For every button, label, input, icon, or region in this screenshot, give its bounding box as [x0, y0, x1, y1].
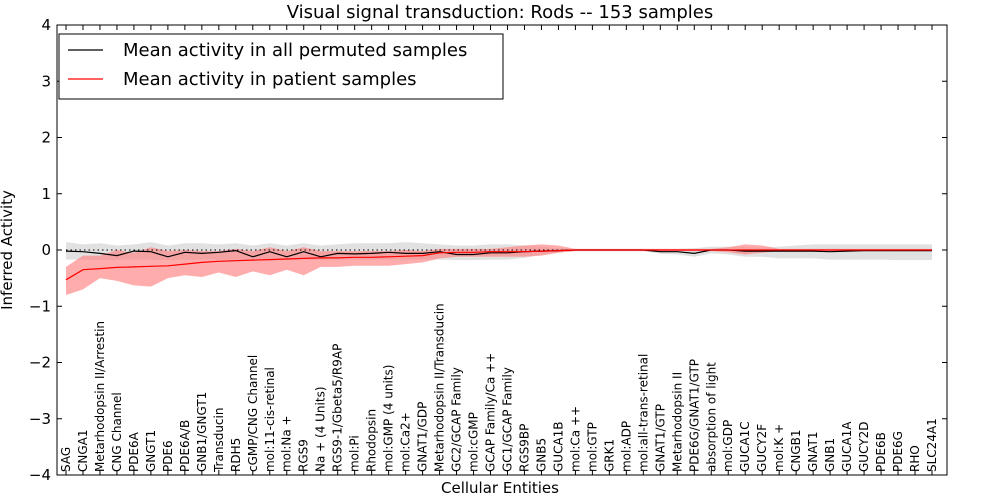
x-tick-label: GUCY2F — [755, 424, 769, 472]
legend-label-permuted: Mean activity in all permuted samples — [123, 40, 467, 61]
y-tick-label: 1 — [41, 185, 51, 203]
x-tick-label: RDH5 — [229, 438, 243, 472]
y-tick-label: −1 — [29, 297, 51, 315]
x-tick-label: GNAT1 — [806, 431, 820, 472]
x-tick-label: mol:11-cis-retinal — [263, 367, 277, 472]
x-tick-label: PDE6A — [127, 431, 141, 472]
x-tick-label: Na + (4 Units) — [314, 386, 328, 472]
legend-label-patient: Mean activity in patient samples — [123, 69, 417, 90]
x-tick-label: GUCA1B — [551, 421, 565, 472]
x-tick-label: CNGA1 — [76, 430, 90, 473]
permuted-mean-line — [65, 249, 932, 258]
y-tick-label: 4 — [41, 16, 51, 34]
legend-frame — [58, 33, 504, 100]
x-tick-label: RGS9BP — [517, 424, 531, 472]
x-tick-label: GUCY2D — [857, 422, 871, 472]
x-tick-label: RGS9 — [297, 439, 311, 472]
x-tick-label: GNB1/GNGT1 — [195, 392, 209, 472]
x-tick-label: mol:GTP — [585, 422, 599, 472]
x-tick-label: Metarhodopsin II/Transducin — [433, 303, 447, 472]
x-tick-label: mol:GDP — [721, 420, 735, 472]
x-tick-label: GCAP Family/Ca ++ — [484, 353, 498, 472]
x-tick-label: mol:GMP (4 units) — [382, 365, 396, 472]
x-tick-label: PDE6 — [161, 440, 175, 472]
patient-mean-line — [65, 249, 932, 281]
x-tick-label: PDE6B — [874, 432, 888, 472]
x-tick-label: GUCA1C — [738, 421, 752, 472]
chart-title: Visual signal transduction: Rods -- 153 … — [287, 2, 714, 23]
legend: Mean activity in all permuted samples Me… — [58, 33, 504, 100]
x-tick-label: PDE6A/B — [178, 420, 192, 472]
x-tick-label: GRK1 — [602, 439, 616, 472]
y-tick-label: 3 — [41, 72, 51, 90]
y-tick-label: 0 — [41, 241, 51, 259]
x-tick-label: RGS9-1/Gbeta5/R9AP — [331, 344, 345, 472]
x-tick-label: GNAT1/GDP — [416, 402, 430, 472]
x-tick-label: SLC24A1 — [925, 418, 939, 472]
x-tick-label: GNGT1 — [144, 430, 158, 472]
x-tick-label: PDE6G — [891, 431, 905, 472]
x-tick-label: RHO — [908, 445, 922, 472]
y-tick-label: 2 — [41, 129, 51, 147]
x-tick-label: mol:Pi — [348, 435, 362, 472]
y-tick-label: −3 — [29, 410, 51, 428]
x-tick-label: GNB1 — [823, 438, 837, 472]
x-tick-label: mol:Ca2+ — [399, 412, 413, 472]
x-tick-label: PDE6G/GNAT1/GTP — [687, 359, 701, 472]
x-tick-label: Transducin — [212, 408, 226, 473]
x-tick-label: CNG Channel — [110, 392, 124, 472]
x-tick-label: SAG — [59, 447, 73, 472]
x-axis-label: Cellular Entities — [441, 479, 559, 497]
x-tick-label: mol:Ca ++ — [568, 406, 582, 472]
patient-band — [66, 244, 932, 295]
x-tick-label: Rhodopsin — [365, 409, 379, 472]
x-tick-label: mol:Na + — [280, 415, 294, 472]
x-tick-label: mol:cGMP — [467, 412, 481, 472]
x-tick-label: Metarhodopsin II/Arrestin — [93, 321, 107, 472]
x-tick-label: CNGB1 — [789, 429, 803, 472]
y-axis-label: Inferred Activity — [0, 190, 16, 310]
x-tick-label: GNAT1/GTP — [653, 404, 667, 472]
y-tick-label: −2 — [29, 354, 51, 372]
x-tick-label: mol:K + — [772, 424, 786, 472]
x-tick-label: GUCA1A — [840, 421, 854, 472]
x-tick-label: mol:ADP — [619, 421, 633, 472]
y-tick-label: −4 — [29, 466, 51, 484]
x-tick-label: Metarhodopsin II — [670, 372, 684, 472]
x-tick-label: cGMP/CNG Channel — [246, 355, 260, 472]
x-tick-label: mol:all-trans-retinal — [636, 354, 650, 472]
x-tick-label: GC1/GCAP Family — [500, 367, 514, 472]
x-tick-label: GNB5 — [534, 438, 548, 472]
x-tick-label: absorption of light — [704, 362, 718, 472]
x-tick-label: GC2/GCAP Family — [450, 367, 464, 472]
